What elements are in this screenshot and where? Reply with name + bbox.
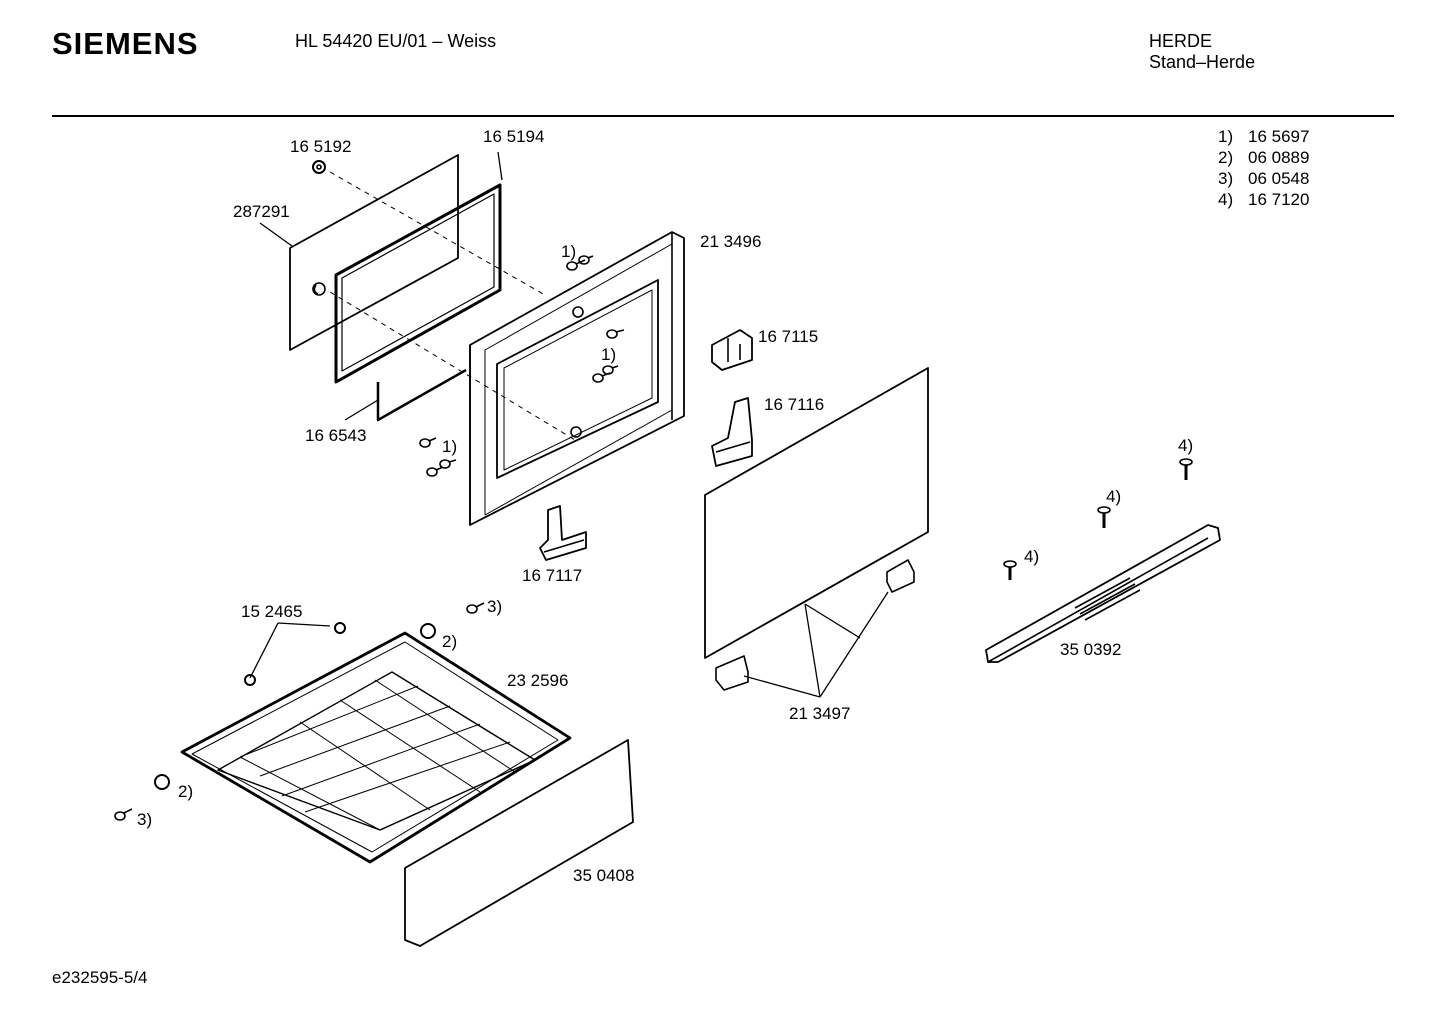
legend-key: 4) bbox=[1218, 190, 1234, 209]
legend-row: 1) 16 5697 bbox=[1218, 126, 1309, 147]
label-16-7116: 16 7116 bbox=[764, 395, 824, 414]
category-label: HERDE bbox=[1149, 31, 1213, 51]
model-title: HL 54420 EU/01 – Weiss bbox=[295, 31, 497, 51]
hinge-16-7117 bbox=[539, 505, 587, 561]
label-15-2465: 15 2465 bbox=[241, 602, 302, 621]
legend-key: 3) bbox=[1218, 169, 1234, 188]
hinge-16-7116 bbox=[711, 397, 753, 467]
tray-screw-icon bbox=[114, 602, 485, 821]
label-16-5194: 16 5194 bbox=[483, 127, 544, 146]
side-panel bbox=[704, 367, 929, 659]
label-35-0408: 35 0408 bbox=[573, 866, 634, 885]
legend-part: 06 0889 bbox=[1248, 148, 1310, 167]
pane-clip-icon bbox=[312, 282, 326, 296]
document-id: e232595-5/4 bbox=[52, 968, 148, 987]
ref-3-label: 3) bbox=[487, 597, 502, 616]
label-16-5192: 16 5192 bbox=[290, 137, 351, 156]
label-16-6543: 16 6543 bbox=[305, 426, 366, 445]
label-287291: 287291 bbox=[233, 202, 290, 221]
screw-icon bbox=[419, 255, 625, 477]
panel-clip-icon bbox=[715, 559, 915, 691]
door-rod bbox=[376, 368, 467, 422]
legend-part: 06 0548 bbox=[1248, 169, 1310, 188]
legend-key: 1) bbox=[1218, 127, 1234, 146]
label-21-3497: 21 3497 bbox=[789, 704, 850, 723]
legend-part: 16 5697 bbox=[1248, 127, 1310, 146]
ref-1-label: 1) bbox=[442, 437, 457, 456]
ref-4-label: 4) bbox=[1178, 436, 1193, 455]
parts-legend: 1) 16 5697 2) 06 0889 3) 06 0548 4) 16 7120 bbox=[1218, 126, 1309, 210]
door-inner-frame bbox=[469, 231, 685, 526]
drawer-tray bbox=[180, 631, 572, 864]
label-21-3496: 21 3496 bbox=[700, 232, 761, 251]
ref-4-label: 4) bbox=[1106, 487, 1121, 506]
ref-3-label: 3) bbox=[137, 810, 152, 829]
washer-clip-icon bbox=[312, 160, 326, 174]
header-divider bbox=[52, 115, 1394, 117]
brand-logo: SIEMENS bbox=[52, 26, 199, 61]
ref-2-label: 2) bbox=[178, 782, 193, 801]
hinge-16-7115 bbox=[711, 329, 753, 371]
ref-4-label: 4) bbox=[1024, 547, 1039, 566]
glass-pane bbox=[289, 154, 459, 351]
label-16-7115: 16 7115 bbox=[758, 327, 818, 346]
legend-row: 2) 06 0889 bbox=[1218, 147, 1309, 168]
legend-key: 2) bbox=[1218, 148, 1234, 167]
ref-2-label: 2) bbox=[442, 632, 457, 651]
door-gasket bbox=[334, 183, 502, 384]
ref-1-label: 1) bbox=[561, 242, 576, 261]
legend-part: 16 7120 bbox=[1248, 190, 1310, 209]
label-23-2596: 23 2596 bbox=[507, 671, 568, 690]
drawer-front bbox=[404, 739, 634, 947]
label-35-0392: 35 0392 bbox=[1060, 640, 1121, 659]
assembly-guide-lines bbox=[329, 171, 576, 441]
handle-screw-icon bbox=[1003, 458, 1193, 580]
door-handle bbox=[985, 524, 1221, 663]
legend-row: 4) 16 7120 bbox=[1218, 189, 1309, 210]
legend-row: 3) 06 0548 bbox=[1218, 168, 1309, 189]
tray-washer-icon bbox=[154, 622, 436, 790]
leader-lines bbox=[249, 151, 889, 698]
label-16-7117: 16 7117 bbox=[522, 566, 582, 585]
subcategory-label: Stand–Herde bbox=[1149, 52, 1256, 72]
ref-1-label: 1) bbox=[601, 345, 616, 364]
